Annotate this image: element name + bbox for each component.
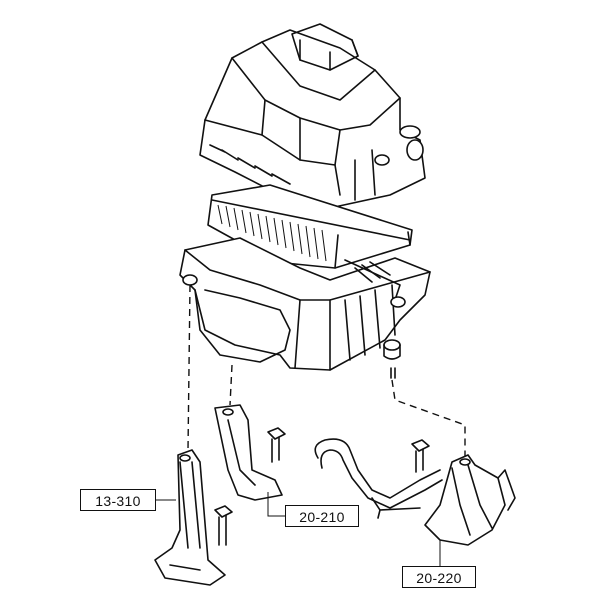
part-callout-20-210: 20-210	[285, 505, 359, 527]
assembly-guide-lines	[187, 284, 466, 460]
bracket-right-part	[424, 454, 516, 546]
air-cleaner-cover	[199, 23, 426, 209]
bracket-center-part	[214, 404, 283, 501]
rubber-grommet	[383, 339, 401, 379]
air-cleaner-lower-case	[179, 237, 431, 371]
bolt-center	[267, 427, 286, 463]
hose-pipe	[314, 438, 443, 519]
bolt-right	[411, 439, 430, 473]
bolt-left	[214, 505, 233, 546]
part-callout-20-220: 20-220	[402, 566, 476, 588]
bracket-left-part	[154, 449, 226, 586]
part-callout-13-310: 13-310	[80, 489, 156, 511]
